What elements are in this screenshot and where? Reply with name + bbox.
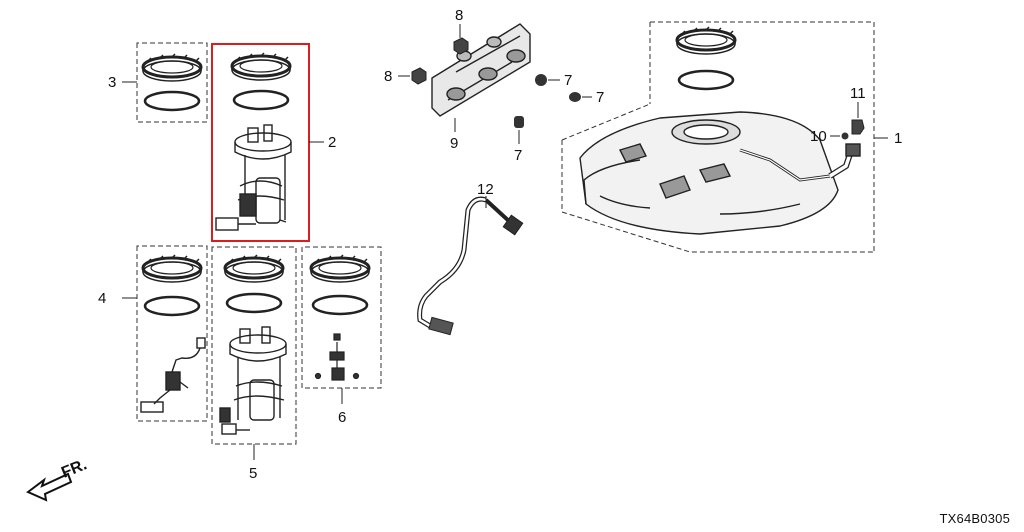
clip-7-c: [514, 116, 524, 144]
clip-7-a: [535, 74, 560, 86]
clip-11: [851, 102, 865, 135]
fuel-pump-module-5: [219, 326, 287, 435]
heat-shield-9: [431, 23, 531, 132]
front-label: FR.: [59, 456, 89, 481]
callout-1: 1: [894, 130, 902, 147]
callout-8-left: 8: [384, 68, 392, 85]
part-group-3: [122, 42, 208, 123]
clip-10: [830, 132, 849, 140]
fuel-pump-module-2: [215, 124, 292, 231]
highlight-frame: [211, 43, 310, 242]
clip-8-top: [453, 24, 469, 55]
clip-7-b: [569, 92, 592, 102]
callout-6: 6: [338, 409, 346, 426]
front-direction-arrow: FR.: [26, 456, 89, 502]
callout-8-top: 8: [455, 7, 463, 24]
part-group-2[interactable]: [211, 43, 324, 242]
part-group-5: [211, 246, 297, 460]
callout-7-a: 7: [564, 72, 572, 89]
level-sensor-4: [140, 337, 206, 413]
fuel-tank-1: [561, 21, 888, 253]
callout-9: 9: [450, 135, 458, 152]
callout-10: 10: [810, 128, 827, 145]
fuel-hose-12: [417, 196, 524, 336]
part-group-6: [301, 246, 382, 404]
part-group-4: [122, 245, 208, 422]
diagram-code: TX64B0305: [939, 511, 1010, 526]
callout-4: 4: [98, 290, 106, 307]
callout-7-b: 7: [596, 89, 604, 106]
callout-2: 2: [328, 134, 336, 151]
callout-3: 3: [108, 74, 116, 91]
callout-12: 12: [477, 181, 494, 198]
callout-11: 11: [850, 85, 866, 102]
sensor-kit-6: [314, 333, 360, 381]
callout-7-c: 7: [514, 147, 522, 164]
callout-5: 5: [249, 465, 257, 482]
clip-8-left: [398, 67, 427, 85]
